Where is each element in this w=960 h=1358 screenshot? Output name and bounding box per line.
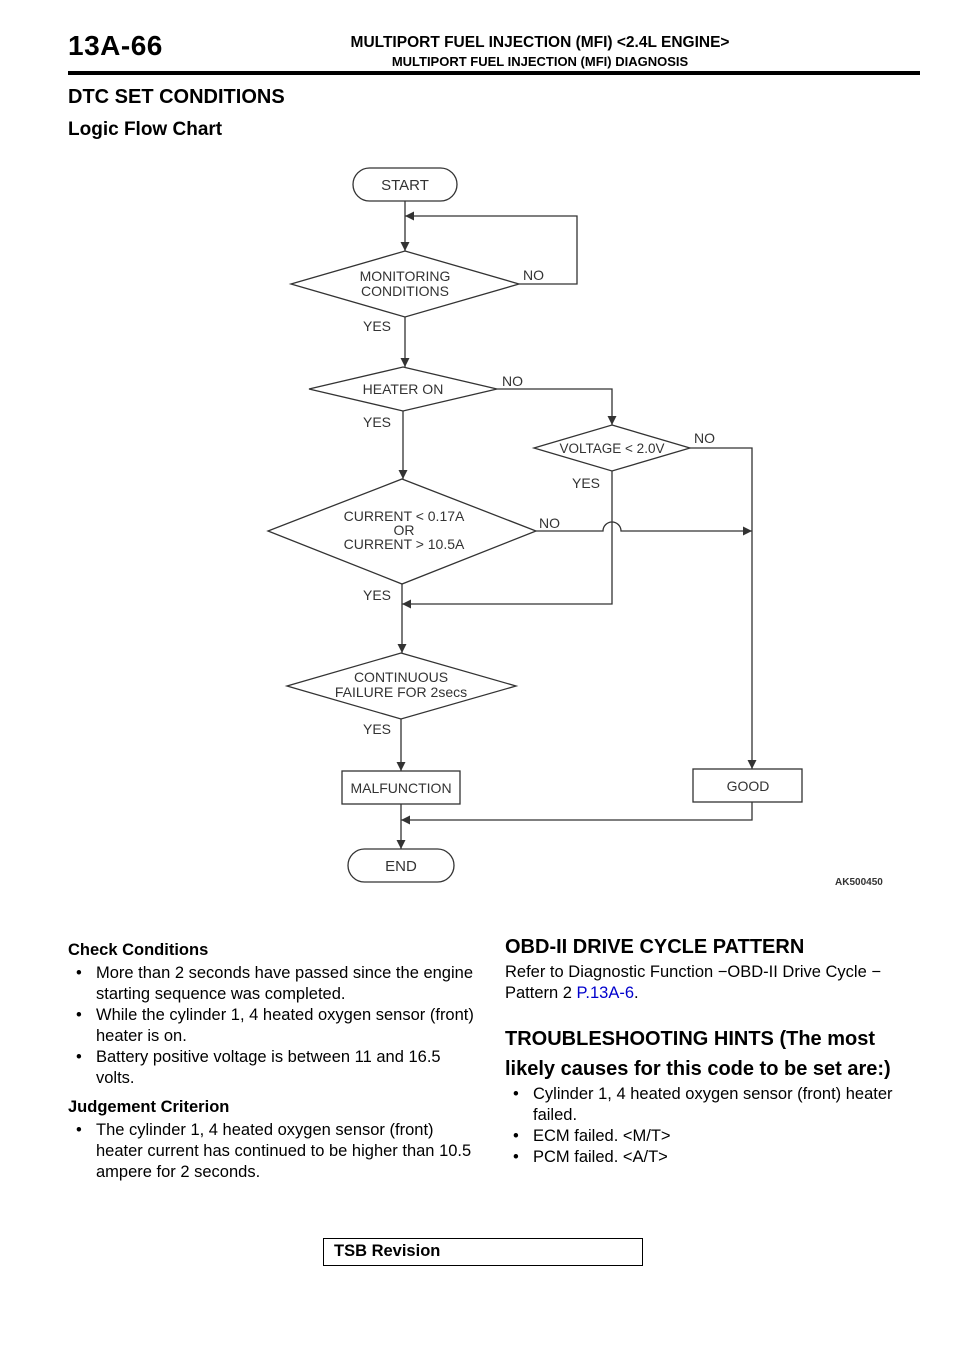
voltage-no-label: NO	[694, 430, 715, 446]
continuous-label-1: CONTINUOUS	[354, 669, 448, 685]
voltage-yes-to-continuous	[402, 471, 613, 609]
heater-on-label: HEATER ON	[363, 381, 444, 397]
tsb-revision-box	[323, 1238, 643, 1266]
left-column: Check Conditions •More than 2 seconds ha…	[68, 940, 478, 1191]
bullet-icon: •	[76, 1121, 82, 1139]
voltage-label: VOLTAGE < 2.0V	[560, 441, 665, 456]
monitoring-label-2: CONDITIONS	[361, 283, 449, 299]
header-rule	[68, 71, 920, 75]
voltage-yes-label: YES	[572, 475, 600, 491]
tsb-revision-label: TSB Revision	[334, 1242, 441, 1260]
list-item: •PCM failed. <A/T>	[513, 1148, 668, 1166]
figure-id: AK500450	[835, 877, 883, 888]
end-label: END	[385, 858, 417, 875]
monitoring-yes-label: YES	[363, 318, 391, 334]
continuous-label-2: FAILURE FOR 2secs	[335, 684, 467, 700]
heater-yes-label: YES	[363, 414, 391, 430]
judgement-heading: Judgement Criterion	[68, 1098, 230, 1116]
heater-no-label: NO	[502, 373, 523, 389]
voltage-no-to-good	[690, 447, 757, 769]
bullet-icon: •	[76, 964, 82, 982]
page-number: 13A-66	[68, 30, 163, 61]
list-item: •While the cylinder 1, 4 heated oxygen s…	[76, 1006, 474, 1045]
current-no-label: NO	[539, 515, 560, 531]
logic-flow-chart: START MONITORING CONDITIONS NO YES HEATE…	[266, 167, 883, 888]
bullet-icon: •	[513, 1148, 519, 1166]
obd-text: Refer to Diagnostic Function −OBD-II Dri…	[505, 963, 881, 1002]
monitoring-no-loop	[405, 211, 578, 285]
obd-heading: OBD-II DRIVE CYCLE PATTERN	[505, 936, 805, 958]
list-item: •ECM failed. <M/T>	[513, 1127, 671, 1145]
current-label-3: CURRENT > 10.5A	[344, 536, 465, 552]
list-item: •The cylinder 1, 4 heated oxygen sensor …	[76, 1121, 472, 1181]
bullet-icon: •	[513, 1085, 519, 1103]
monitoring-label-1: MONITORING	[360, 268, 451, 284]
header-subtitle: MULTIPORT FUEL INJECTION (MFI) DIAGNOSIS	[391, 54, 689, 69]
troubleshooting-list: •Cylinder 1, 4 heated oxygen sensor (fro…	[505, 1084, 925, 1168]
list-item: •More than 2 seconds have passed since t…	[76, 964, 474, 1003]
check-conditions-heading: Check Conditions	[68, 941, 209, 959]
troubleshooting-heading-2: likely causes for this code to be set ar…	[505, 1058, 891, 1080]
troubleshooting-heading-1: TROUBLESHOOTING HINTS (The most	[505, 1028, 875, 1050]
list-item: •Cylinder 1, 4 heated oxygen sensor (fro…	[513, 1085, 893, 1124]
judgement-list: •The cylinder 1, 4 heated oxygen sensor …	[68, 1120, 478, 1183]
section-title: DTC SET CONDITIONS	[68, 86, 285, 108]
bullet-icon: •	[513, 1127, 519, 1145]
sub-title: Logic Flow Chart	[68, 119, 223, 140]
start-label: START	[381, 177, 429, 194]
good-to-end	[401, 802, 753, 825]
bullet-icon: •	[76, 1048, 82, 1066]
good-node	[692, 768, 803, 803]
list-item: •Battery positive voltage is between 11 …	[76, 1048, 441, 1087]
check-conditions-list: •More than 2 seconds have passed since t…	[68, 963, 478, 1089]
current-label-2: OR	[394, 522, 415, 538]
bullet-icon: •	[76, 1006, 82, 1024]
header-title: MULTIPORT FUEL INJECTION (MFI) <2.4L ENG…	[350, 34, 730, 51]
current-no-to-good	[536, 521, 752, 536]
page-link[interactable]: P.13A-6	[576, 984, 635, 1002]
heater-no-to-voltage	[497, 388, 617, 425]
good-label: GOOD	[727, 778, 770, 794]
malfunction-label: MALFUNCTION	[350, 780, 451, 796]
monitoring-no-label: NO	[523, 267, 544, 283]
current-label-1: CURRENT < 0.17A	[344, 508, 465, 524]
continuous-yes-label: YES	[363, 721, 391, 737]
right-column: OBD-II DRIVE CYCLE PATTERN Refer to Diag…	[505, 932, 925, 1176]
current-yes-label: YES	[363, 587, 391, 603]
